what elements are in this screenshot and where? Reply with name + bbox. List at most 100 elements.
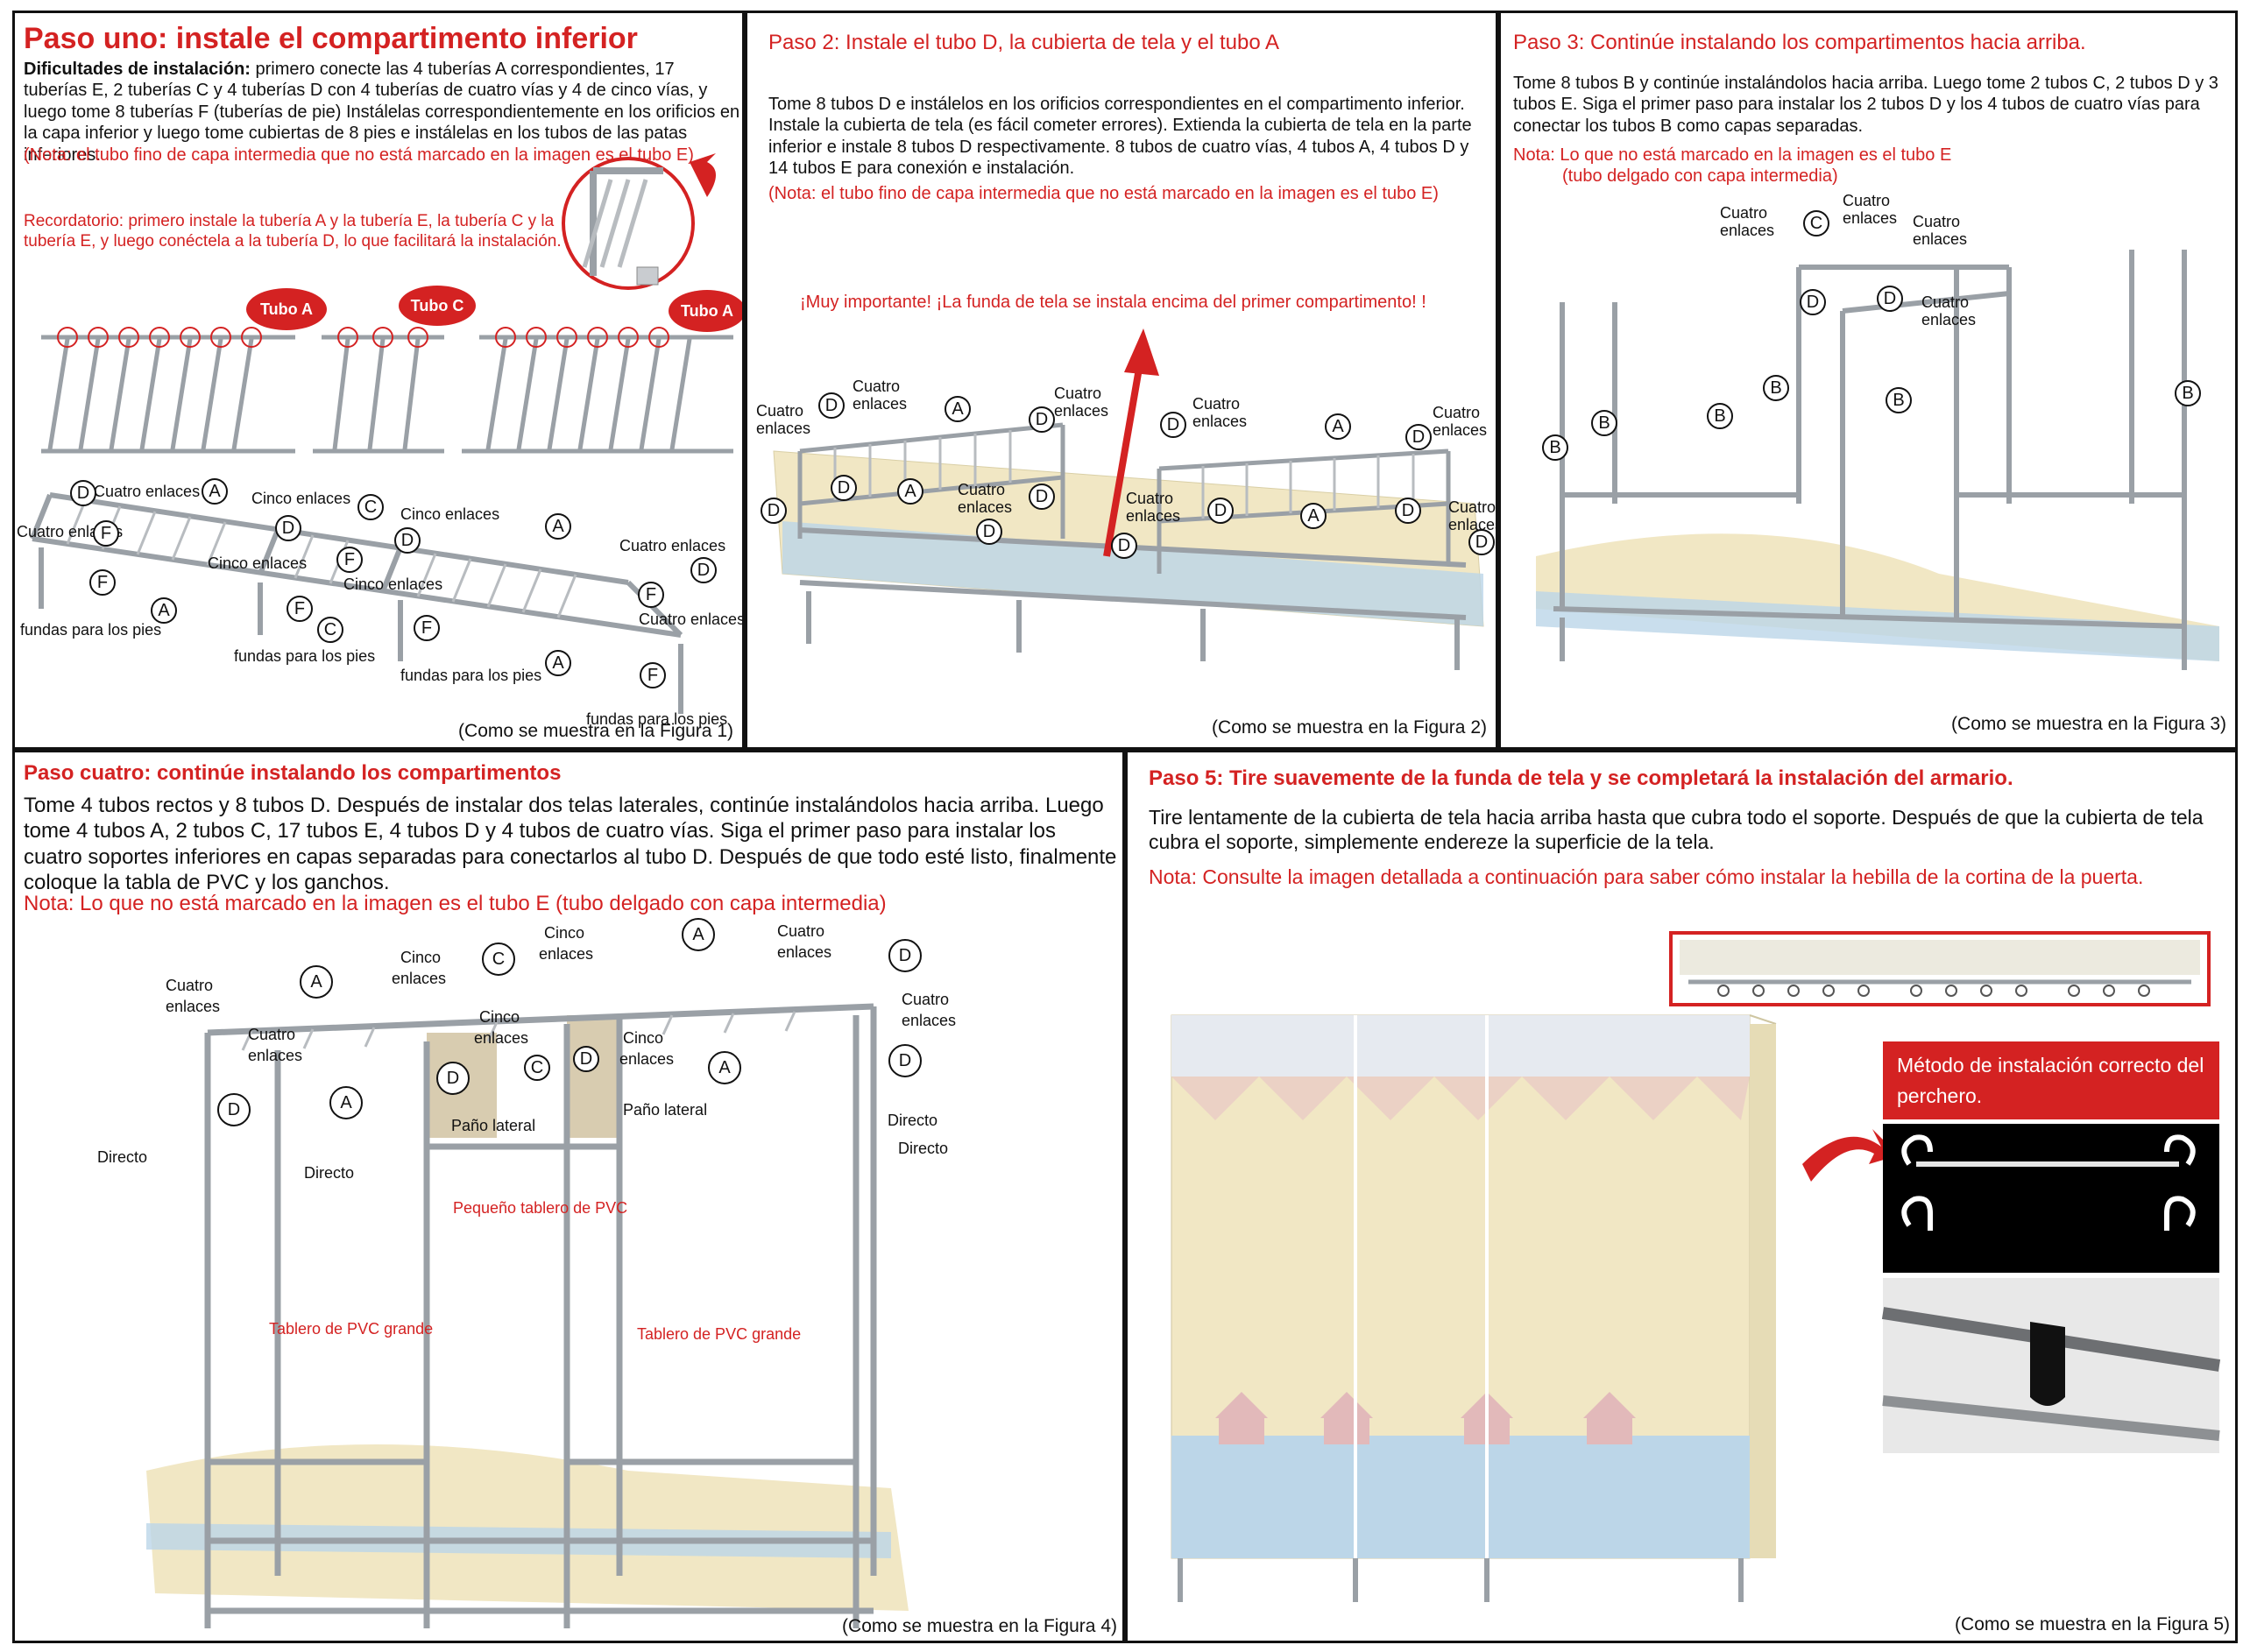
- svg-text:enlaces: enlaces: [1054, 402, 1108, 420]
- step2-body: Tome 8 tubos D e instálelos en los orifi…: [768, 95, 1472, 179]
- svg-text:F: F: [646, 585, 656, 604]
- red-arrow-icon: [690, 153, 716, 197]
- zoom-detail-icon: [562, 157, 695, 290]
- svg-text:F: F: [344, 550, 355, 569]
- svg-text:enlaces: enlaces: [474, 1029, 528, 1047]
- svg-text:enlaces: enlaces: [248, 1047, 302, 1064]
- svg-text:D: D: [447, 1069, 459, 1088]
- svg-text:Directo: Directo: [304, 1164, 354, 1182]
- step1-illustration: Tubo A Tubo C Tubo A: [17, 153, 742, 728]
- svg-text:D: D: [1412, 427, 1425, 447]
- step1-caption: (Como se muestra en la Figura 1): [458, 721, 733, 741]
- bubble-tube-a-2: Tubo A: [669, 290, 742, 332]
- svg-text:D: D: [1807, 293, 1819, 312]
- step2-note: (Nota: el tubo fino de capa intermedia q…: [768, 184, 1439, 203]
- svg-text:D: D: [1118, 536, 1130, 555]
- svg-text:enlaces: enlaces: [539, 945, 593, 963]
- step4-illustration: Cuatro enlaces Cuatro enlaces Cinco enla…: [97, 918, 956, 1628]
- svg-text:D: D: [580, 1049, 592, 1069]
- svg-text:D: D: [697, 561, 710, 580]
- step1-panel: Paso uno: instale el compartimento infer…: [12, 11, 745, 750]
- svg-text:Directo: Directo: [898, 1140, 948, 1157]
- label-fundas-4: fundas para los pies: [586, 710, 727, 728]
- svg-text:A: A: [552, 517, 564, 536]
- svg-text:Cuatro: Cuatro: [1126, 490, 1173, 507]
- step1-reminder: Recordatorio: primero instale la tubería…: [24, 212, 562, 251]
- svg-text:enlaces: enlaces: [392, 970, 446, 987]
- label-cinco-enlaces-2: Cinco enlaces: [400, 505, 499, 523]
- svg-text:Paño lateral: Paño lateral: [623, 1101, 707, 1119]
- lower-frame: [799, 527, 1467, 670]
- svg-text:A: A: [340, 1093, 352, 1112]
- svg-text:Cuatro: Cuatro: [777, 922, 824, 940]
- svg-text:Cuatro: Cuatro: [853, 378, 900, 395]
- svg-text:Tubo A: Tubo A: [260, 300, 313, 318]
- svg-text:Cuatro: Cuatro: [1054, 385, 1101, 402]
- svg-text:Cuatro: Cuatro: [1843, 192, 1890, 209]
- svg-text:Directo: Directo: [888, 1112, 938, 1129]
- svg-text:enlaces: enlaces: [853, 395, 907, 413]
- svg-text:D: D: [983, 522, 995, 541]
- label-fundas-2: fundas para los pies: [234, 647, 375, 665]
- svg-text:D: D: [1036, 410, 1048, 429]
- svg-text:Cinco: Cinco: [544, 924, 584, 942]
- svg-text:D: D: [1402, 501, 1414, 520]
- svg-text:C: C: [531, 1058, 543, 1077]
- svg-text:Cuatro: Cuatro: [1921, 293, 1969, 311]
- svg-text:enlaces: enlaces: [1720, 222, 1774, 239]
- label-fundas-3: fundas para los pies: [400, 667, 541, 684]
- svg-text:enlaces: enlaces: [1921, 311, 1976, 328]
- step1-body: Dificultades de instalación: primero con…: [24, 59, 742, 166]
- svg-text:D: D: [1884, 289, 1896, 308]
- svg-text:Cuatro: Cuatro: [902, 991, 949, 1008]
- step3-title: Paso 3: Continúe instalando los comparti…: [1513, 31, 2086, 54]
- svg-text:F: F: [294, 599, 305, 618]
- svg-text:D: D: [228, 1100, 240, 1119]
- step4-caption: (Como se muestra en la Figura 4): [842, 1616, 1117, 1636]
- label-cinco-enlaces-1: Cinco enlaces: [251, 490, 350, 507]
- svg-text:enlaces: enlaces: [166, 998, 220, 1015]
- step3-note: Nota: Lo que no está marcado en la image…: [1513, 145, 2004, 187]
- step5-body: Tire lentamente de la cubierta de tela h…: [1149, 806, 2204, 854]
- step4-title: Paso cuatro: continúe instalando los com…: [24, 761, 562, 785]
- tube-frames: [41, 335, 733, 454]
- step4-body: Tome 4 tubos rectos y 8 tubos D. Después…: [24, 794, 1117, 894]
- svg-text:A: A: [952, 399, 964, 419]
- step3-panel: Paso 3: Continúe instalando los comparti…: [1498, 11, 2238, 750]
- bubble-tube-c: Tubo C: [399, 286, 476, 326]
- svg-text:Tubo A: Tubo A: [681, 302, 733, 320]
- svg-text:Cinco: Cinco: [479, 1008, 520, 1026]
- svg-text:D: D: [1167, 415, 1179, 434]
- step3-note-line2: (tubo delgado con capa intermedia): [1562, 166, 1838, 187]
- svg-text:A: A: [310, 972, 322, 992]
- step2-caption: (Como se muestra en la Figura 2): [1212, 717, 1487, 738]
- letter-markers: [70, 478, 717, 688]
- svg-text:Cuatro: Cuatro: [1720, 204, 1767, 222]
- svg-text:enlaces: enlaces: [1433, 421, 1487, 439]
- step5-illustration: [1171, 931, 2221, 1602]
- svg-text:D: D: [825, 396, 838, 415]
- step2-illustration: Cuatro enlaces Cuatro enlaces Cuatro enl…: [756, 328, 1496, 670]
- svg-text:enlaces: enlaces: [1843, 209, 1897, 227]
- label-fundas-1: fundas para los pies: [20, 621, 161, 639]
- svg-text:Pequeño tablero de PVC: Pequeño tablero de PVC: [453, 1199, 627, 1217]
- svg-text:F: F: [647, 666, 658, 685]
- svg-text:D: D: [838, 478, 850, 498]
- step5-title: Paso 5: Tire suavemente de la funda de t…: [1149, 766, 2013, 790]
- svg-text:enlaces: enlaces: [902, 1012, 956, 1029]
- step2-panel: Paso 2: Instale el tubo D, la cubierta d…: [745, 11, 1498, 750]
- svg-text:enlaces: enlaces: [1126, 507, 1180, 525]
- svg-text:A: A: [552, 653, 564, 673]
- svg-text:Cinco: Cinco: [623, 1029, 663, 1047]
- svg-text:enlaces: enlaces: [619, 1050, 674, 1068]
- svg-text:B: B: [2182, 384, 2193, 403]
- step4-note: Nota: Lo que no está marcado en la image…: [24, 892, 887, 915]
- svg-text:enlaces: enlaces: [756, 420, 810, 437]
- svg-text:Cuatro: Cuatro: [1433, 404, 1480, 421]
- svg-text:A: A: [718, 1058, 731, 1077]
- step2-title: Paso 2: Instale el tubo D, la cubierta d…: [768, 31, 1280, 54]
- svg-text:F: F: [97, 573, 108, 592]
- svg-text:D: D: [899, 946, 911, 965]
- svg-text:C: C: [324, 620, 336, 639]
- bottom-frame: [30, 492, 683, 714]
